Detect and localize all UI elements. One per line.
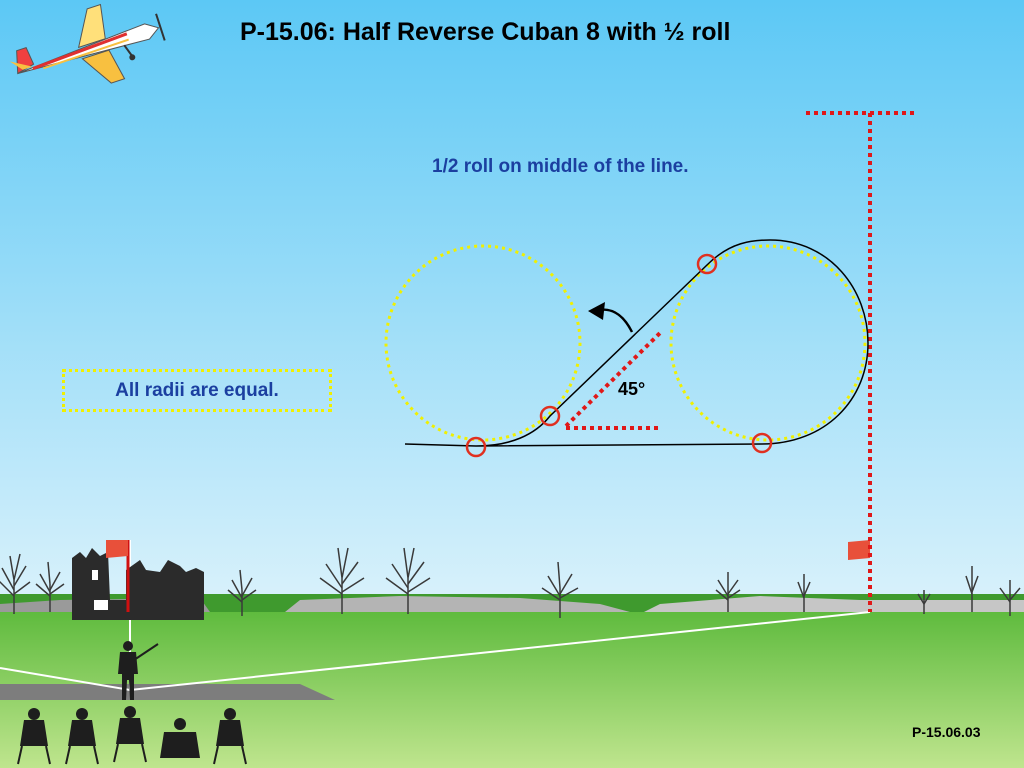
radii-note-box: All radii are equal. [62, 369, 332, 412]
spectators [17, 706, 247, 765]
terrain-middle [285, 596, 630, 612]
page-title: P-15.06: Half Reverse Cuban 8 with ½ rol… [240, 18, 731, 46]
tree [35, 561, 65, 612]
flag-left [106, 540, 128, 558]
runway [0, 684, 335, 700]
marker-line-start [539, 405, 561, 427]
radii-note: All radii are equal. [115, 379, 279, 401]
castle-ruins [72, 548, 204, 620]
tree [917, 590, 931, 614]
tree [319, 547, 365, 614]
flight-path [404, 239, 869, 447]
terrain-right [640, 596, 1024, 614]
sight-line-right [129, 611, 871, 691]
airplane-icon [9, 3, 166, 84]
tree [541, 561, 579, 618]
angle-label: 45° [618, 379, 646, 399]
sky-background [0, 0, 1024, 600]
roll-arrow-head [588, 302, 605, 320]
tree [999, 580, 1021, 616]
marker-entry [465, 436, 487, 458]
tree [797, 574, 811, 612]
tree [227, 569, 257, 616]
angle-ref-diagonal [564, 331, 662, 428]
tree [715, 572, 741, 612]
trees [0, 547, 1021, 618]
roll-note: 1/2 roll on middle of the line. [432, 156, 689, 177]
slide-code: P-15.06.03 [912, 724, 981, 740]
tree [385, 547, 431, 614]
pilot-silhouette [118, 641, 159, 700]
marker-exit [751, 432, 773, 454]
guide-circle-right [669, 244, 867, 442]
tree [0, 553, 31, 614]
sight-line-left [0, 667, 131, 691]
tree [965, 566, 979, 612]
marker-line-end [696, 253, 718, 275]
flag-right [848, 540, 870, 560]
guide-circle-left [384, 244, 582, 442]
